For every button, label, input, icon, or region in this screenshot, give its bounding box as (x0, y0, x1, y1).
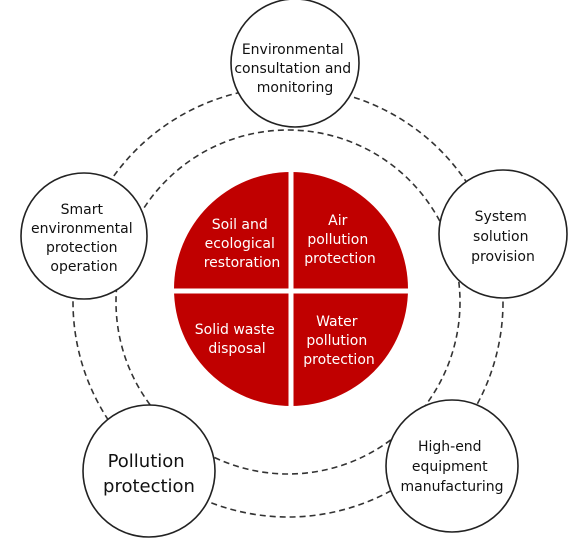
node-high-end-equipment-manufacturing: High-end equipment manufacturing (385, 399, 519, 533)
node-label-line: solution (473, 229, 528, 245)
node-label-line: consultation and (234, 61, 351, 77)
quadrant-label-line: Solid waste (195, 322, 275, 338)
quadrant-label-line: ecological (205, 236, 275, 252)
node-label-line: Pollution (108, 451, 185, 472)
node-label: High-end equipment manufacturing (401, 439, 504, 495)
node-label-line: monitoring (257, 80, 333, 96)
node-label: System solution provision (471, 209, 535, 265)
quadrant-water-pollution-protection: Water pollution protection (303, 314, 375, 368)
node-label-line: manufacturing (401, 479, 504, 495)
node-environmental-consultation-and-monitoring: Environmental consultation and monitorin… (230, 0, 360, 128)
node-pollution-protection: Pollution protection (82, 404, 216, 538)
quadrant-label-line: pollution (307, 232, 368, 248)
node-circle (20, 172, 148, 300)
node-circle (385, 399, 519, 533)
quadrant-label-line: pollution (306, 333, 367, 349)
node-label-line: Smart (61, 202, 104, 218)
node-label-line: equipment (412, 459, 488, 475)
quadrant-soil-and-ecological-restoration: Soil and ecological restoration (204, 217, 281, 271)
node-circle (230, 0, 360, 128)
node-label-line: provision (471, 249, 535, 265)
node-label-line: System (475, 209, 527, 225)
node-label-line: environmental (31, 221, 133, 237)
node-label: Pollution protection (103, 451, 195, 497)
node-label: Smart environmental protection operation (31, 202, 137, 275)
node-smart-environmental-protection-operation: Smart environmental protection operation (20, 172, 148, 300)
node-system-solution-provision: System solution provision (438, 169, 568, 299)
quadrant-label-line: protection (304, 251, 376, 267)
quadrant-label-line: Air (328, 213, 347, 229)
node-circle (82, 404, 216, 538)
quadrant-label-line: restoration (204, 255, 281, 271)
quadrant-label-line: Water (316, 314, 358, 330)
node-label-line: protection (46, 240, 118, 256)
quadrant-air-pollution-protection: Air pollution protection (304, 213, 376, 267)
inner-dashed-ring (115, 129, 461, 475)
node-label-line: High-end (418, 439, 482, 455)
quadrant-solid-waste-disposal: Solid waste disposal (195, 322, 279, 357)
quadrant-label-line: Soil and (212, 217, 268, 233)
quadrant-label-line: disposal (208, 341, 265, 357)
node-label-line: protection (103, 476, 195, 497)
node-label: Environmental consultation and monitorin… (234, 42, 355, 96)
node-circle (438, 169, 568, 299)
node-label-line: Environmental (242, 42, 344, 58)
node-label-line: operation (50, 259, 117, 275)
quadrant-label-line: protection (303, 352, 375, 368)
